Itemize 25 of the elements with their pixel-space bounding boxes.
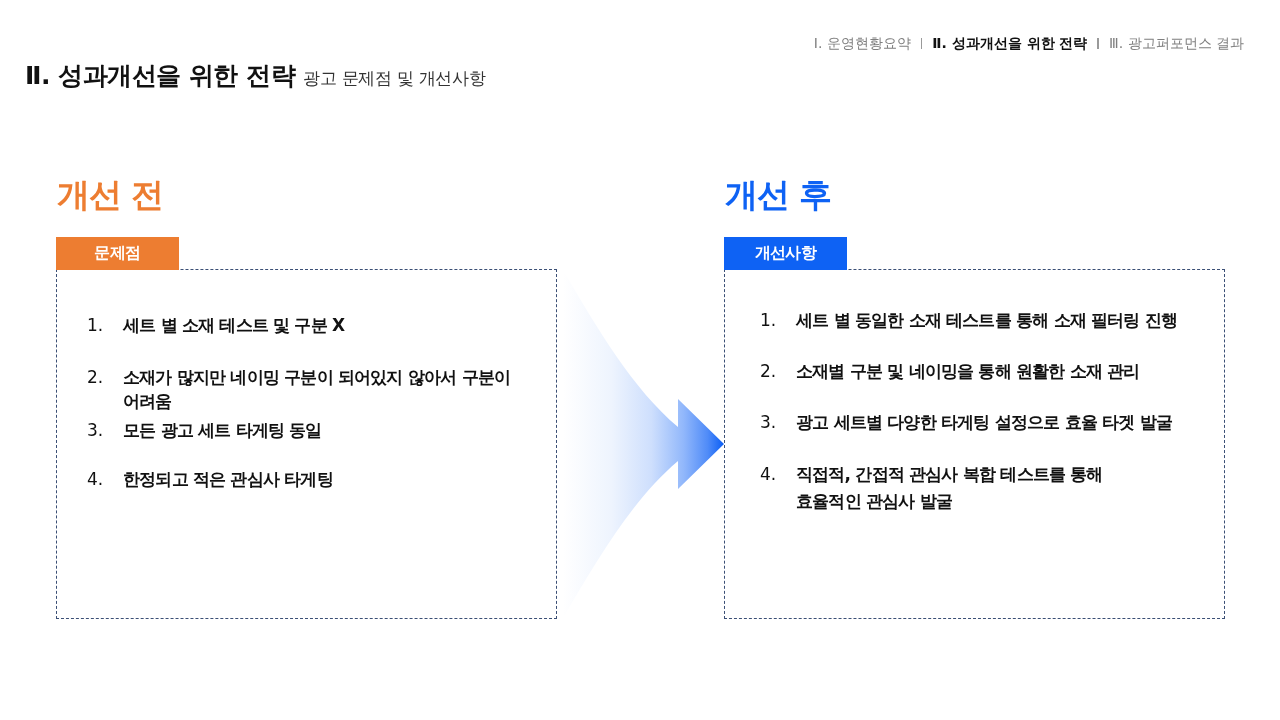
section-tab: 개선사항 xyxy=(724,237,847,270)
list-item: 소재가 많지만 네이밍 구분이 되어있지 않아서 구분이 어려움 xyxy=(123,366,512,413)
panel-heading: 개선 전 xyxy=(57,175,164,215)
list-item: 광고 세트별 다양한 타게팅 설정으로 효율 타겟 발굴 xyxy=(796,411,1174,434)
page-title: Ⅱ. 성과개선을 위한 전략 xyxy=(25,60,296,92)
page-subtitle: 광고 문제점 및 개선사항 xyxy=(303,67,486,90)
list-number: 1. xyxy=(760,309,777,332)
list-number: 3. xyxy=(87,419,104,442)
list-number: 4. xyxy=(760,463,777,486)
list-number: 4. xyxy=(87,468,104,491)
list-item: 직접적, 간접적 관심사 복합 테스트를 통해 효율적인 관심사 발굴 xyxy=(796,463,1104,513)
nav-item: Ⅱ. 성과개선을 위한 전략 xyxy=(932,34,1088,53)
list-number: 3. xyxy=(760,411,777,434)
nav-item: Ⅲ. 광고퍼포먼스 결과 xyxy=(1109,34,1244,53)
section-tab: 문제점 xyxy=(56,237,179,270)
list-item: 세트 별 동일한 소재 테스트를 통해 소재 필터링 진행 xyxy=(796,309,1179,332)
list-item: 모든 광고 세트 타게팅 동일 xyxy=(123,419,323,442)
list-number: 2. xyxy=(760,360,777,383)
list-number: 2. xyxy=(87,366,104,389)
list-number: 1. xyxy=(87,314,104,337)
list-item: 한정되고 적은 관심사 타게팅 xyxy=(123,468,334,491)
nav-item: Ⅰ. 운영현황요약 xyxy=(813,34,911,53)
list-item: 소재별 구분 및 네이밍을 통해 원활한 소재 관리 xyxy=(796,360,1141,383)
list-item: 세트 별 소재 테스트 및 구분 X xyxy=(123,314,346,337)
panel-heading: 개선 후 xyxy=(725,175,832,215)
